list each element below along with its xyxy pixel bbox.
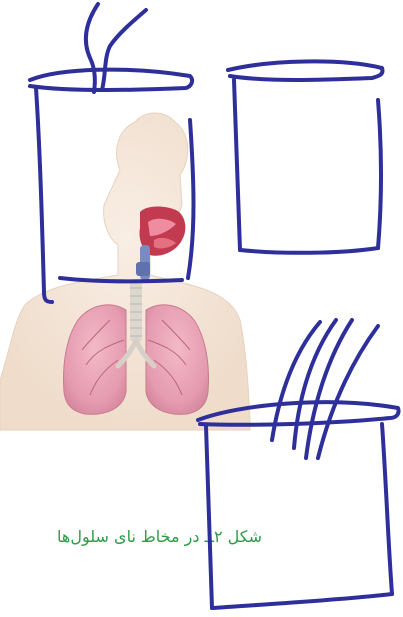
trachea xyxy=(130,280,142,342)
figure-caption: شکل ۲ــ در مخاط نای سلول‌ها xyxy=(0,524,262,550)
